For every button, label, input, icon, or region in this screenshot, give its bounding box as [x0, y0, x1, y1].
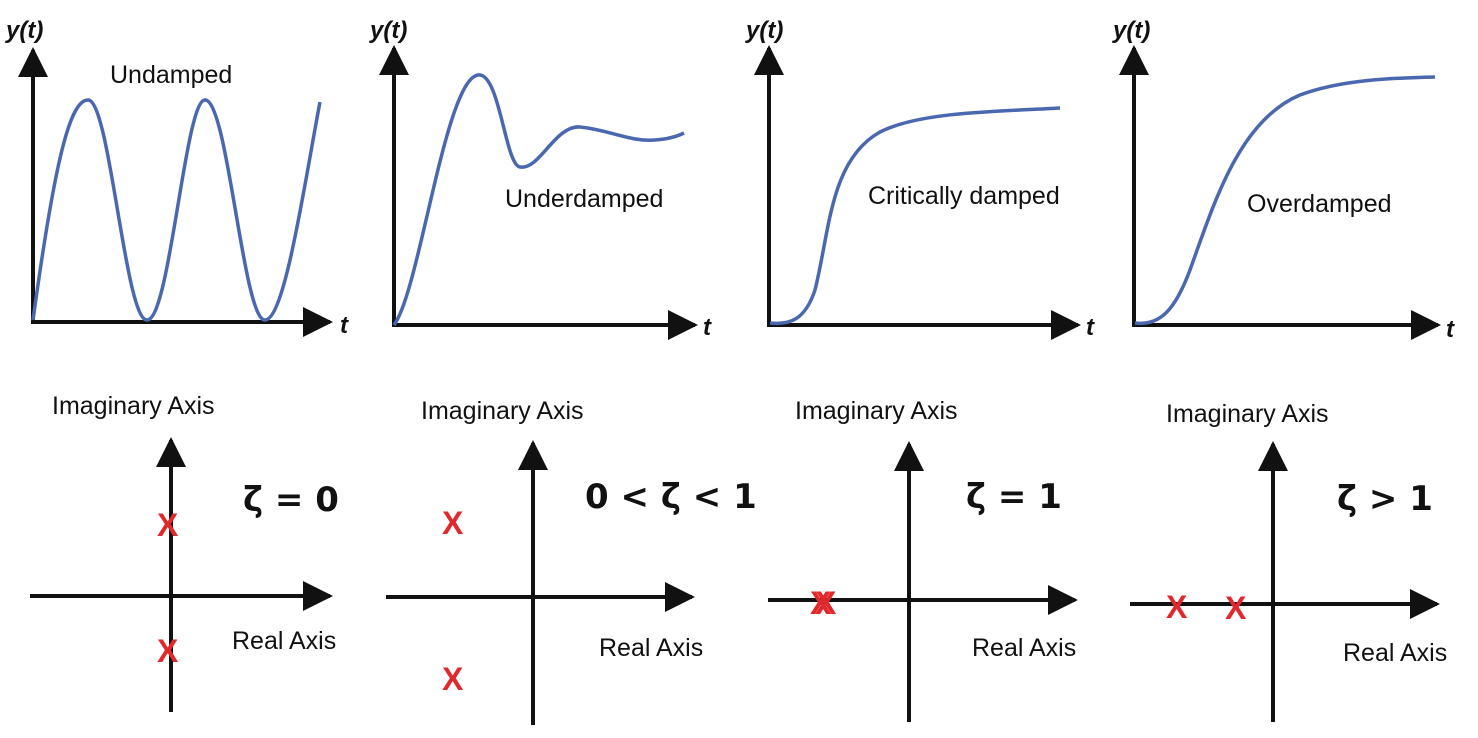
y-axis-label: y(t) — [745, 17, 783, 44]
response-panel-overdamped: y(t) t Overdamped — [1112, 17, 1455, 343]
damping-condition: ζ = 1 — [966, 477, 1062, 517]
curve-label: Overdamped — [1247, 190, 1392, 218]
t-axis-label: t — [1446, 316, 1455, 343]
curve-label: Underdamped — [505, 185, 663, 213]
curve-label: Undamped — [110, 61, 232, 89]
pole-panel-overdamped: Imaginary Axis Real Axis ζ > 1 X X — [1130, 400, 1447, 722]
pole-marker: X — [815, 585, 837, 621]
response-panel-undamped: y(t) t Undamped — [5, 17, 349, 339]
undamped-response-curve — [31, 98, 322, 322]
imaginary-axis-label: Imaginary Axis — [421, 397, 584, 425]
real-axis-label: Real Axis — [972, 634, 1076, 662]
pole-panel-critically-damped: Imaginary Axis Real Axis ζ = 1 X X — [768, 397, 1078, 722]
response-panel-underdamped: y(t) t Underdamped — [369, 17, 712, 341]
pole-marker: X — [442, 505, 464, 541]
damping-condition: ζ = 0 — [243, 480, 339, 520]
imaginary-axis-label: Imaginary Axis — [1166, 400, 1329, 428]
y-axis-label: y(t) — [369, 17, 407, 44]
damping-condition: 0 < ζ < 1 — [585, 477, 757, 517]
pole-marker: X — [810, 585, 832, 621]
response-panel-critically-damped: y(t) t Critically damped — [745, 17, 1095, 341]
damping-condition: ζ > 1 — [1337, 479, 1433, 519]
t-axis-label: t — [340, 312, 349, 339]
imaginary-axis-label: Imaginary Axis — [52, 392, 215, 420]
y-axis-label: y(t) — [1112, 17, 1150, 44]
real-axis-label: Real Axis — [599, 634, 703, 662]
critically-damped-response-curve — [769, 106, 1061, 326]
curve-label: Critically damped — [868, 182, 1060, 210]
real-axis-label: Real Axis — [232, 627, 336, 655]
overdamped-response-curve — [1134, 75, 1436, 326]
pole-panel-underdamped: Imaginary Axis Real Axis 0 < ζ < 1 X X — [386, 397, 757, 725]
pole-marker: X — [157, 507, 179, 543]
real-axis-label: Real Axis — [1343, 639, 1447, 667]
t-axis-label: t — [1086, 314, 1095, 341]
y-axis-label: y(t) — [5, 17, 43, 44]
t-axis-label: t — [703, 314, 712, 341]
pole-marker: X — [442, 661, 464, 697]
pole-panel-undamped: Imaginary Axis Real Axis ζ = 0 X X — [30, 392, 339, 712]
pole-marker: X — [157, 633, 179, 669]
pole-marker: X — [1225, 590, 1247, 626]
pole-marker: X — [1166, 589, 1188, 625]
underdamped-response-curve — [392, 73, 685, 327]
imaginary-axis-label: Imaginary Axis — [795, 397, 958, 425]
